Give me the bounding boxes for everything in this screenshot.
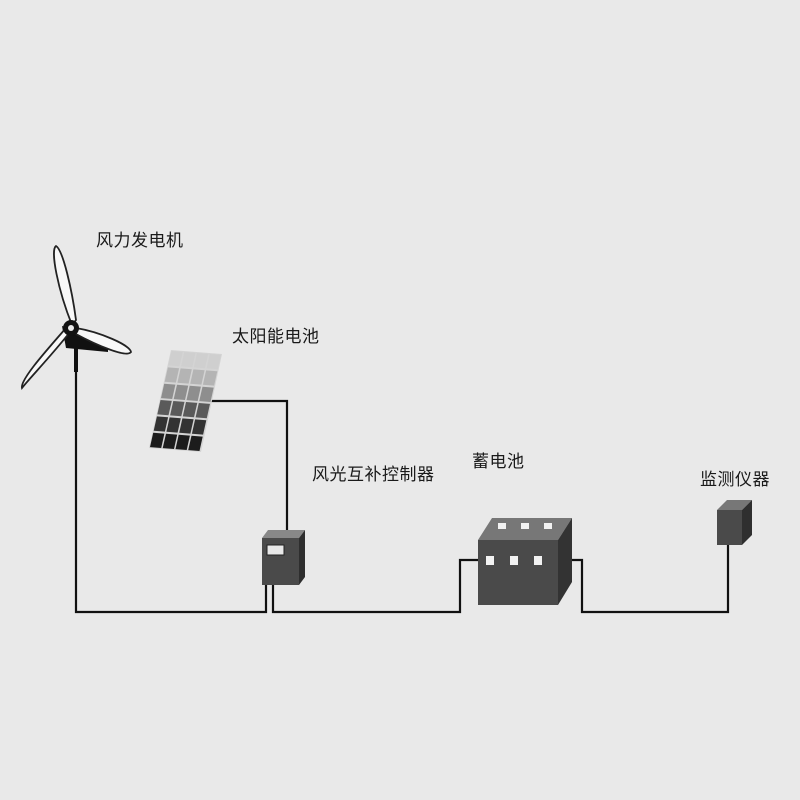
monitor-label: 监测仪器 — [700, 470, 770, 490]
solar-cell — [182, 402, 198, 418]
wind-turbine-label: 风力发电机 — [96, 231, 184, 251]
solar-cell — [193, 353, 209, 369]
solar-cell — [175, 434, 190, 450]
wire-controller-battery — [271, 558, 478, 614]
solar-cell — [170, 401, 185, 417]
solar-cell — [202, 370, 218, 386]
controller-label: 风光互补控制器 — [312, 465, 435, 485]
solar-cell — [168, 351, 183, 367]
solar-cell — [191, 419, 207, 435]
solar-cell — [166, 417, 181, 433]
battery-icon — [478, 518, 572, 605]
wire-turbine — [74, 370, 268, 614]
solar-panel-label: 太阳能电池 — [232, 327, 320, 347]
solar-cell — [190, 369, 205, 385]
monitor-icon — [717, 500, 752, 545]
solar-cell — [188, 435, 203, 451]
wiring — [74, 370, 730, 614]
solar-cell — [162, 433, 178, 449]
solar-cell — [164, 367, 180, 383]
solar-cell — [150, 432, 165, 448]
solar-cell — [181, 352, 196, 368]
solar-cell — [206, 354, 221, 370]
solar-cell — [195, 403, 210, 419]
wire-battery-monitor — [560, 545, 730, 614]
battery-label: 蓄电池 — [472, 452, 525, 472]
controller-icon — [262, 530, 305, 585]
solar-cell — [161, 383, 176, 399]
solar-cell — [177, 368, 192, 384]
wire-solar — [205, 399, 289, 530]
solar-cell — [199, 386, 214, 402]
solar-cell — [179, 418, 194, 434]
solar-cell — [153, 416, 169, 432]
solar-cell — [157, 400, 172, 416]
solar-cell — [186, 385, 201, 401]
solar-cell — [173, 384, 189, 400]
wind-turbine-icon — [21, 244, 132, 391]
solar-panel-icon — [149, 350, 222, 452]
